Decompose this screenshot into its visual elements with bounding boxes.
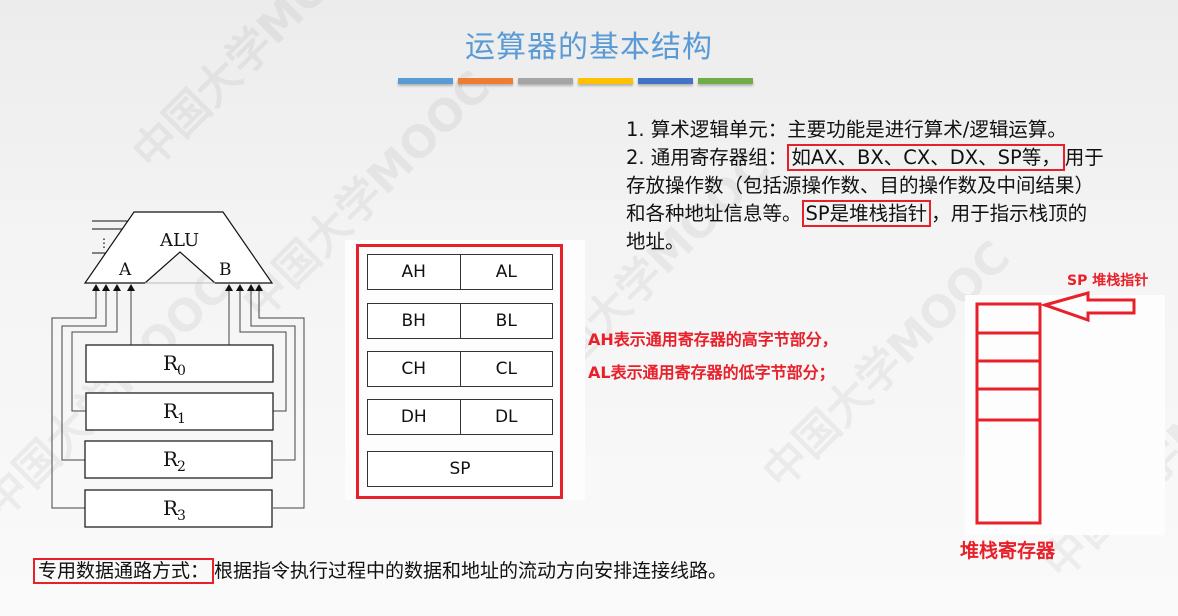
point-alu: 1. 算术逻辑单元：主要功能是进行算术/逻辑运算。 <box>626 118 1067 141</box>
highlight-register-list: 如AX、BX、CX、DX、SP等， <box>787 144 1065 171</box>
register-bl: BL <box>459 304 553 338</box>
register-r1: R 1 <box>85 392 274 431</box>
register-r2: R 2 <box>84 440 273 479</box>
divider-bar-darkblue <box>638 78 693 84</box>
alu-shape <box>83 211 274 284</box>
register-al: AL <box>459 255 553 289</box>
ellipsis-icon: ⋮ <box>98 236 110 250</box>
register-row-bx: BH BL <box>367 303 553 339</box>
stack-register-label: 堆栈寄存器 <box>960 540 1056 562</box>
note-ah: AH表示通用寄存器的高字节部分， <box>588 330 838 349</box>
title-divider <box>398 78 753 84</box>
highlight-dedicated-path: 专用数据通路方式： <box>33 558 215 584</box>
note-al: AL表示通用寄存器的低字节部分； <box>588 363 835 382</box>
register-r0: R 0 <box>85 344 274 383</box>
register-sp: SP <box>449 459 471 479</box>
divider-bar-green <box>698 78 753 84</box>
register-row-ax: AH AL <box>367 254 553 290</box>
register-cl: CL <box>459 352 553 386</box>
svg-text:R: R <box>163 351 179 375</box>
svg-text:R: R <box>163 496 179 520</box>
divider-bar-orange <box>458 78 513 84</box>
svg-text:R: R <box>163 399 179 423</box>
register-group-frame: AH AL BH BL CH CL DH DL SP <box>356 244 563 499</box>
sp-pointer-label: SP 堆栈指针 <box>1067 273 1149 289</box>
svg-text:R: R <box>163 447 179 471</box>
point-registers: 2. 通用寄存器组：如AX、BX、CX、DX、SP等，用于 <box>626 144 1104 171</box>
register-row-dx: DH DL <box>367 399 553 435</box>
bottom-statement: 专用数据通路方式：根据指令执行过程中的数据和地址的流动方向安排连接线路。 <box>33 556 727 584</box>
register-row-cx: CH CL <box>367 351 553 387</box>
register-dl: DL <box>459 400 553 434</box>
sp-arrow-icon <box>1039 291 1136 323</box>
divider-bar-blue <box>398 78 453 84</box>
alu-label: ALU <box>159 230 199 251</box>
highlight-sp: SP是堆栈指针 <box>801 200 932 227</box>
svg-text:0: 0 <box>177 363 186 379</box>
page-title: 运算器的基本结构 <box>465 30 713 65</box>
register-dh: DH <box>400 407 427 427</box>
stack-panel-bg <box>965 295 1165 535</box>
register-bh: BH <box>401 311 426 331</box>
register-ah: AH <box>401 262 426 282</box>
register-row-sp: SP <box>367 451 553 487</box>
explanation-points: 1. 算术逻辑单元：主要功能是进行算术/逻辑运算。 2. 通用寄存器组：如AX、… <box>626 116 1156 256</box>
svg-text:2: 2 <box>177 459 186 475</box>
divider-bar-gray <box>518 78 573 84</box>
port-a-label: A <box>118 260 132 280</box>
svg-text:3: 3 <box>177 508 186 524</box>
port-b-label: B <box>219 260 232 280</box>
stack-diagram <box>975 291 1136 525</box>
divider-bar-yellow <box>578 78 633 84</box>
svg-text:1: 1 <box>177 411 186 427</box>
register-ch: CH <box>401 359 427 379</box>
alu-diagram: ⋮ ALU A B R 0 R 1 R 2 <box>51 211 305 528</box>
register-r3: R 3 <box>84 489 273 528</box>
